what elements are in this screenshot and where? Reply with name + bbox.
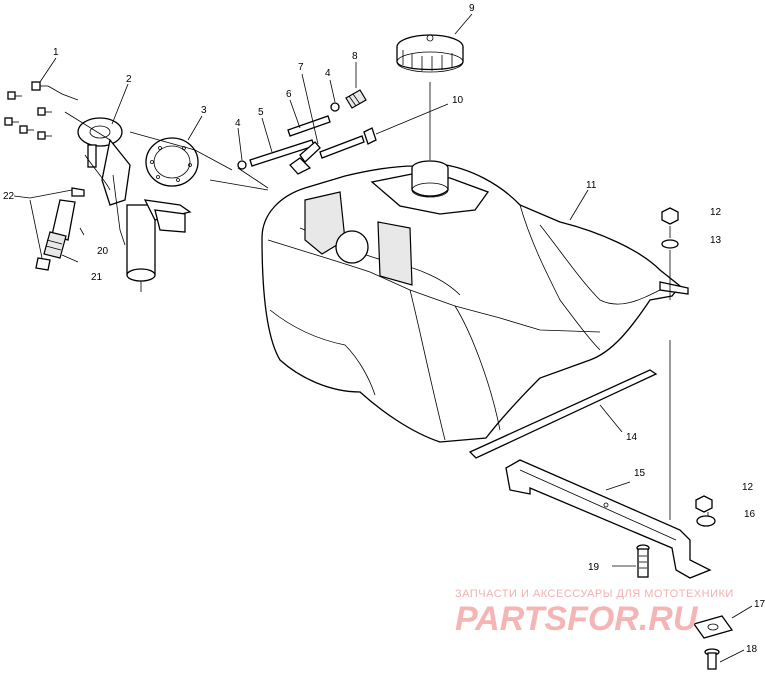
callout-5: 5 xyxy=(258,107,264,118)
callout-21: 21 xyxy=(91,272,103,283)
callout-1: 1 xyxy=(53,47,59,58)
callout-16: 16 xyxy=(744,509,756,520)
callout-2: 2 xyxy=(126,74,132,85)
callout-7: 7 xyxy=(298,62,304,73)
callout-20: 20 xyxy=(97,246,109,257)
callout-8: 8 xyxy=(352,51,358,62)
fuel-tank xyxy=(261,160,689,443)
callout-9: 9 xyxy=(469,3,475,14)
callout-12b: 12 xyxy=(742,482,754,493)
fuel-pump-assembly xyxy=(64,111,192,292)
callout-19: 19 xyxy=(588,562,600,573)
filler-cap xyxy=(396,34,464,160)
callout-4b: 4 xyxy=(325,68,331,79)
callout-12a: 12 xyxy=(710,207,722,218)
pump-gasket xyxy=(129,131,269,191)
callout-14: 14 xyxy=(626,432,638,443)
watermark: ЗАПЧАСТИ И АКСЕССУАРЫ ДЛЯ МОТОТЕХНИКИ PA… xyxy=(455,588,734,638)
callout-15: 15 xyxy=(634,468,646,479)
pump-screws xyxy=(4,81,79,140)
callout-13: 13 xyxy=(710,235,722,246)
mount-bolt xyxy=(704,605,753,670)
nuts-and-washers xyxy=(661,207,716,527)
callout-17: 17 xyxy=(754,599,765,610)
callout-6: 6 xyxy=(286,89,292,100)
bracket-bolt xyxy=(612,544,650,578)
tank-mounting-bracket xyxy=(505,459,712,579)
callout-4a: 4 xyxy=(235,118,241,129)
callout-11: 11 xyxy=(586,180,597,191)
callout-18: 18 xyxy=(746,644,758,655)
watermark-logo: PARTSFOR.RU xyxy=(455,600,699,638)
fuel-pickup-parts xyxy=(29,187,85,271)
leader-lines xyxy=(13,13,589,221)
watermark-subtitle: ЗАПЧАСТИ И АКСЕССУАРЫ ДЛЯ МОТОТЕХНИКИ xyxy=(455,588,734,600)
tank-pad-strip xyxy=(468,369,658,459)
mount-plate xyxy=(692,615,734,639)
callout-22: 22 xyxy=(3,191,15,202)
fuel-hoses xyxy=(237,89,449,189)
callout-10: 10 xyxy=(452,95,464,106)
callout-labels: 1 2 3 4 4 5 6 7 8 9 10 11 12 13 14 15 12… xyxy=(3,3,765,655)
callout-3: 3 xyxy=(201,105,207,116)
